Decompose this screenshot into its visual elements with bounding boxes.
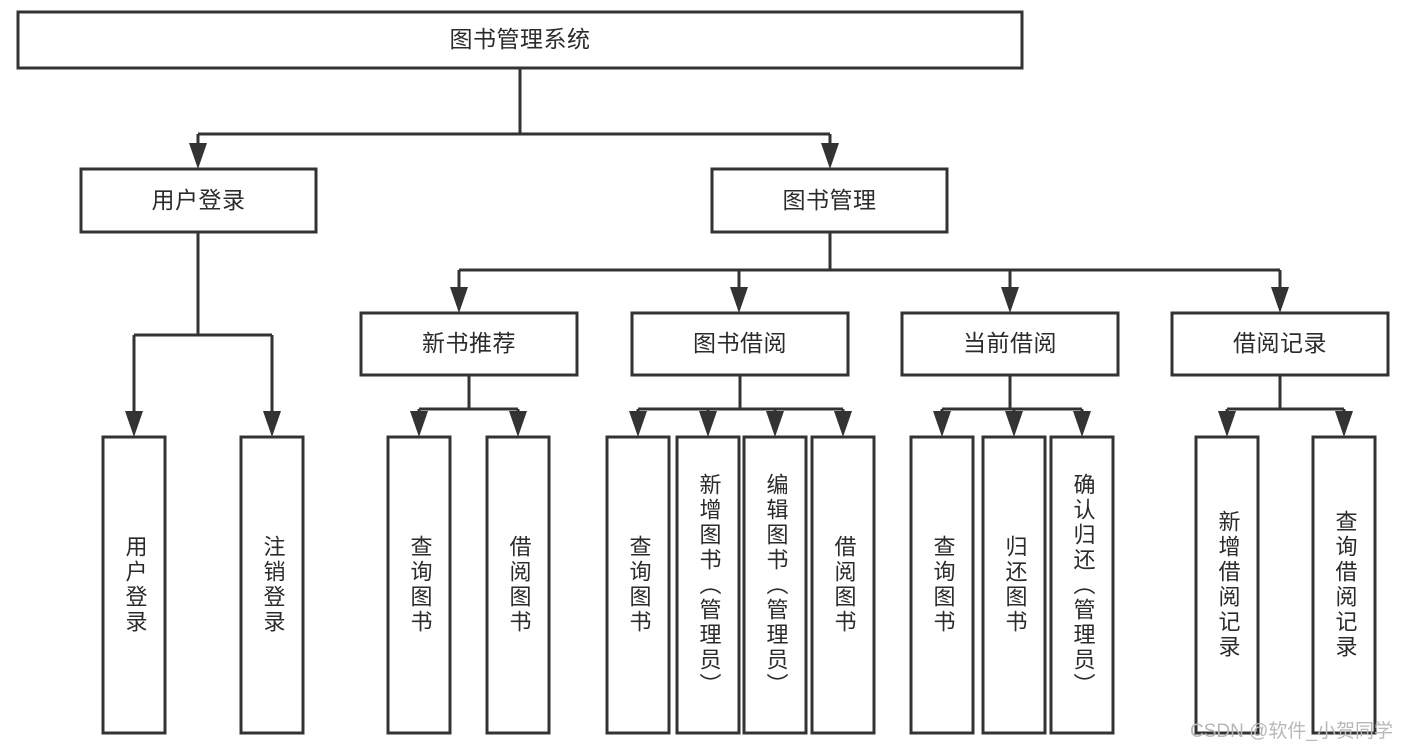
node-box-leaf-query-book-borrow[interactable] — [605, 435, 671, 735]
arrow-head-icon — [821, 143, 839, 169]
arrow-head-icon — [1001, 287, 1019, 313]
box-layer — [16, 10, 1390, 735]
node-box-borrow-record[interactable] — [1170, 311, 1390, 377]
arrow-head-icon — [629, 411, 647, 437]
node-box-current-borrow[interactable] — [900, 311, 1120, 377]
node-box-leaf-confirm-return[interactable] — [1049, 435, 1115, 735]
node-box-book-manage[interactable] — [710, 167, 949, 234]
node-box-book-borrow[interactable] — [630, 311, 850, 377]
arrow-head-icon — [450, 287, 468, 313]
node-box-new-book-recommend[interactable] — [359, 311, 579, 377]
arrow-head-icon — [189, 143, 207, 169]
watermark-text: CSDN @软件_小贺同学 — [1190, 721, 1393, 742]
arrow-head-icon — [509, 411, 527, 437]
arrow-head-icon — [1335, 411, 1353, 437]
node-box-leaf-query-book-rec[interactable] — [386, 435, 452, 735]
connector-layer — [125, 68, 1353, 437]
arrow-head-icon — [766, 411, 784, 437]
arrow-head-icon — [263, 411, 281, 437]
node-box-leaf-return-book[interactable] — [981, 435, 1047, 735]
connector-book-borrow-bus — [629, 375, 852, 437]
arrow-head-icon — [933, 411, 951, 437]
arrow-head-icon — [410, 411, 428, 437]
arrow-head-icon — [699, 411, 717, 437]
connector-root-bus — [189, 68, 839, 169]
arrow-head-icon — [1073, 411, 1091, 437]
node-box-root[interactable] — [16, 10, 1024, 70]
node-box-leaf-query-borrow-record[interactable] — [1311, 435, 1377, 735]
connector-current-borrow-bus — [933, 375, 1091, 437]
arrow-head-icon — [834, 411, 852, 437]
node-box-leaf-borrow-book[interactable] — [810, 435, 876, 735]
connector-new-book-bus — [410, 375, 527, 437]
node-box-leaf-query-book-current[interactable] — [909, 435, 975, 735]
arrow-head-icon — [1005, 411, 1023, 437]
node-box-leaf-edit-book[interactable] — [742, 435, 808, 735]
node-box-leaf-user-logout[interactable] — [239, 435, 305, 735]
node-box-leaf-add-book[interactable] — [675, 435, 741, 735]
arrow-head-icon — [1218, 411, 1236, 437]
arrow-head-icon — [730, 287, 748, 313]
connector-borrow-record-bus — [1218, 375, 1353, 437]
node-box-leaf-user-login[interactable] — [101, 435, 167, 735]
connector-user-login-bus — [125, 232, 281, 437]
node-box-leaf-borrow-book-rec[interactable] — [485, 435, 551, 735]
arrow-head-icon — [1271, 287, 1289, 313]
node-box-leaf-add-borrow-record[interactable] — [1194, 435, 1260, 735]
connector-book-manage-bus — [450, 232, 1289, 313]
node-box-user-login[interactable] — [79, 167, 318, 234]
arrow-head-icon — [125, 411, 143, 437]
